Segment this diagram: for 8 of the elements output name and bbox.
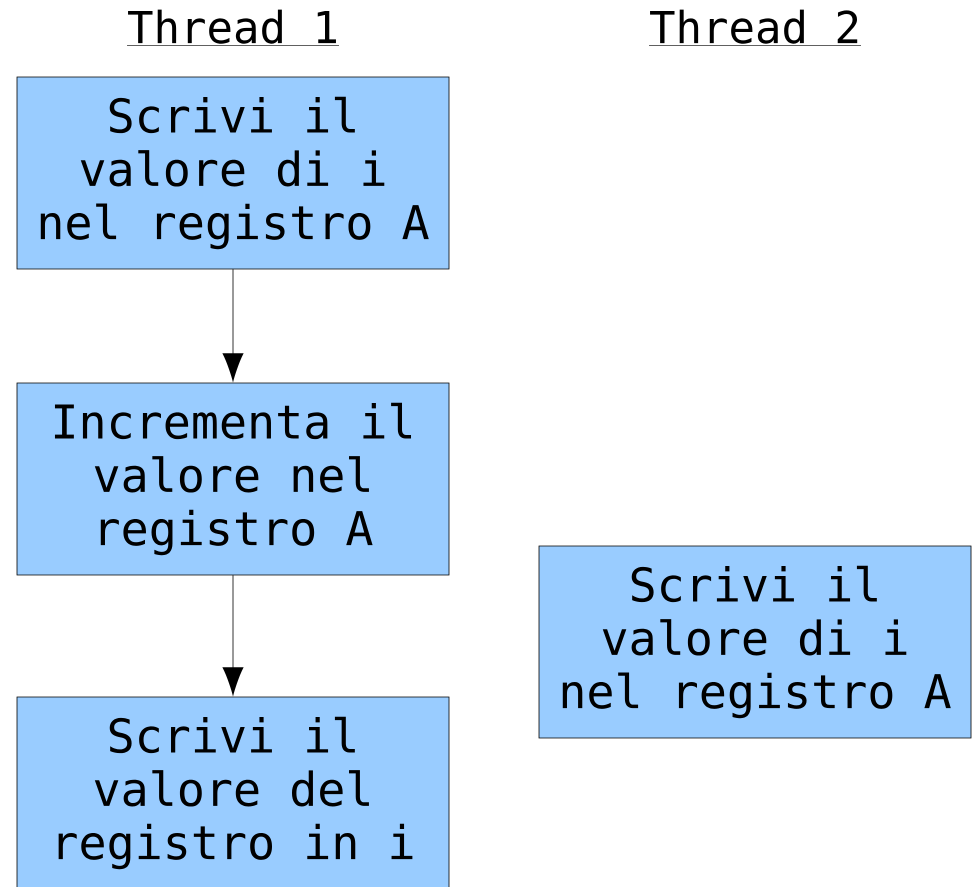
process-box: Incrementa il valore nel registro A <box>16 382 450 576</box>
arrow <box>222 575 244 696</box>
column-heading: Thread 2 <box>648 10 862 46</box>
column-heading: Thread 1 <box>126 10 340 46</box>
process-box: Scrivi il valore di i nel registro A <box>538 546 972 738</box>
process-box: Scrivi il valore del registro in i <box>16 696 450 887</box>
arrow <box>222 269 244 382</box>
process-box: Scrivi il valore di i nel registro A <box>16 76 450 270</box>
